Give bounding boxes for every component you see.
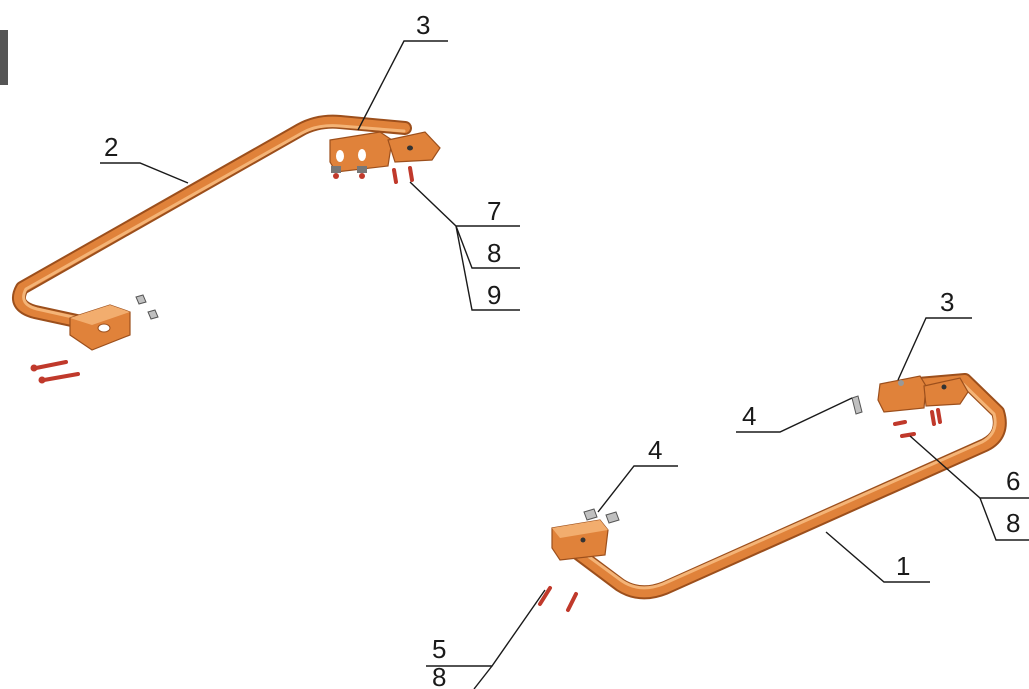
washer-icon: [583, 508, 598, 521]
bracket-left-upper-top: [70, 305, 130, 325]
bracket-3-upper-side: [387, 131, 441, 163]
bracket-hole: [941, 384, 947, 390]
leader-line: [100, 162, 189, 184]
callout-label: 2: [104, 132, 118, 162]
callout-lower-6-8: 6 8: [909, 435, 1029, 541]
bracket-hole: [336, 150, 344, 162]
screw-icon: [359, 173, 365, 179]
screw-icon: [936, 408, 942, 424]
washer-icon: [851, 395, 863, 415]
leader-line: [825, 531, 930, 583]
screw-icon: [930, 410, 936, 426]
callout-lower-4-right: 4: [736, 397, 853, 433]
leader-line: [897, 317, 972, 381]
callout-lower-3: 3: [897, 287, 972, 381]
leader-line: [736, 397, 853, 433]
callout-label: 3: [416, 10, 430, 40]
bracket-hole: [97, 323, 111, 333]
lower-handrail-assembly: [538, 373, 1007, 612]
nut-icon: [357, 166, 367, 173]
bolt-icon: [566, 592, 578, 612]
leader-line: [473, 665, 493, 689]
callout-label: 4: [648, 435, 662, 465]
screw-icon: [893, 420, 907, 426]
callout-upper-2: 2: [100, 132, 189, 184]
callout-label: 5: [432, 634, 446, 664]
callout-lower-1: 1: [825, 531, 930, 583]
leader-line: [455, 225, 520, 269]
leader-line: [357, 40, 448, 131]
callout-label: 3: [940, 287, 954, 317]
bolt-long-1: [34, 360, 68, 370]
bolt-head: [38, 376, 46, 384]
bolt-icon: [538, 586, 552, 606]
tube-1: [555, 375, 1005, 598]
washer-icon: [605, 511, 620, 524]
edge-fragment: [0, 30, 8, 85]
nut-icon: [898, 380, 904, 386]
bracket-3-lower: [877, 375, 927, 413]
bolt-long-2: [42, 372, 80, 382]
upper-handrail-assembly: [12, 114, 441, 384]
screw-icon: [408, 166, 414, 182]
callout-label: 7: [487, 196, 501, 226]
bracket-hole: [358, 149, 366, 161]
washer-icon: [147, 309, 159, 320]
leader-line: [597, 465, 678, 513]
leader-line: [409, 181, 520, 227]
washer-icon: [135, 294, 147, 305]
callout-label: 8: [432, 662, 446, 689]
callout-label: 1: [896, 551, 910, 581]
bolt-head: [30, 364, 38, 372]
bracket-hole: [580, 537, 586, 543]
bracket-hole: [407, 145, 413, 151]
callout-lower-5-8: 5 8: [426, 589, 546, 689]
screw-icon: [333, 173, 339, 179]
tube-1-highlight: [560, 382, 997, 590]
callout-label: 8: [487, 238, 501, 268]
leader-line: [979, 497, 1029, 541]
leader-line: [455, 225, 520, 311]
screw-icon: [900, 432, 916, 438]
screw-icon: [392, 168, 398, 184]
callout-label: 4: [742, 401, 756, 431]
callout-label: 9: [487, 280, 501, 310]
callout-upper-7-8-9: 7 8 9: [409, 181, 520, 311]
callout-lower-4-left: 4: [597, 435, 678, 513]
callout-label: 8: [1006, 508, 1020, 538]
bracket-3-lower-side: [923, 377, 969, 407]
callout-upper-3: 3: [357, 10, 448, 131]
tube-2-highlight: [22, 124, 406, 324]
tube-2: [14, 116, 410, 330]
callout-label: 6: [1006, 466, 1020, 496]
bracket-left-lower-top: [552, 520, 608, 538]
nut-icon: [331, 166, 341, 173]
